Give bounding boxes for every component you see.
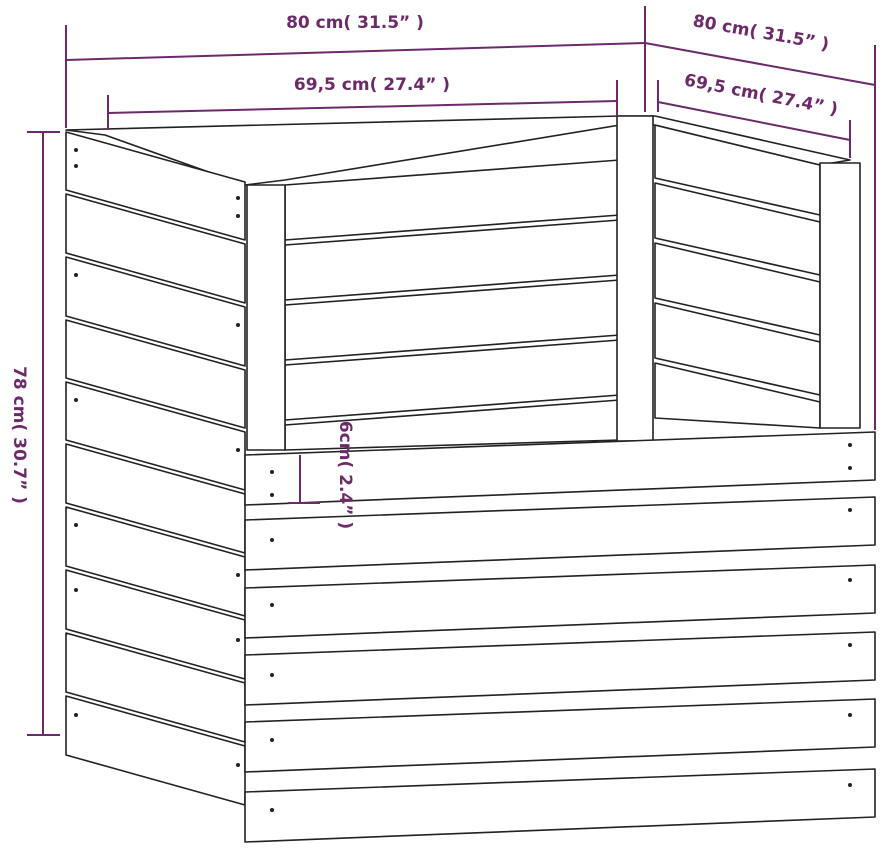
right-back-post <box>819 162 861 429</box>
slat-height-label: 6cm( 2.4” ) <box>335 421 355 529</box>
outer-width-line <box>65 42 646 61</box>
inner-depth-line <box>657 101 851 141</box>
left-front-post <box>246 184 286 451</box>
front-slat <box>244 631 876 706</box>
right-wall-slats <box>654 124 821 429</box>
left-slat <box>65 193 246 304</box>
outer-depth-line <box>644 42 876 86</box>
nail-holes <box>74 148 852 812</box>
inner-width-label: 69,5 cm( 27.4” ) <box>294 75 450 95</box>
front-wall-slats <box>244 431 876 843</box>
back-corner-post <box>616 115 654 442</box>
left-wall-slats <box>65 131 246 806</box>
front-slat <box>244 564 876 639</box>
inner-width-line <box>107 100 618 114</box>
outer-width-label: 80 cm( 31.5” ) <box>286 13 424 33</box>
back-wall-slats <box>284 159 621 451</box>
dimension-lines <box>27 6 876 736</box>
left-slat <box>65 319 246 429</box>
height-label: 78 cm( 30.7” ) <box>9 366 29 504</box>
front-slat <box>244 496 876 571</box>
outer-depth-label: 80 cm( 31.5” ) <box>691 11 830 55</box>
left-slat <box>65 256 246 367</box>
front-slat <box>244 768 876 843</box>
front-slat <box>244 698 876 773</box>
front-slat <box>244 431 876 506</box>
left-slat <box>65 131 246 241</box>
